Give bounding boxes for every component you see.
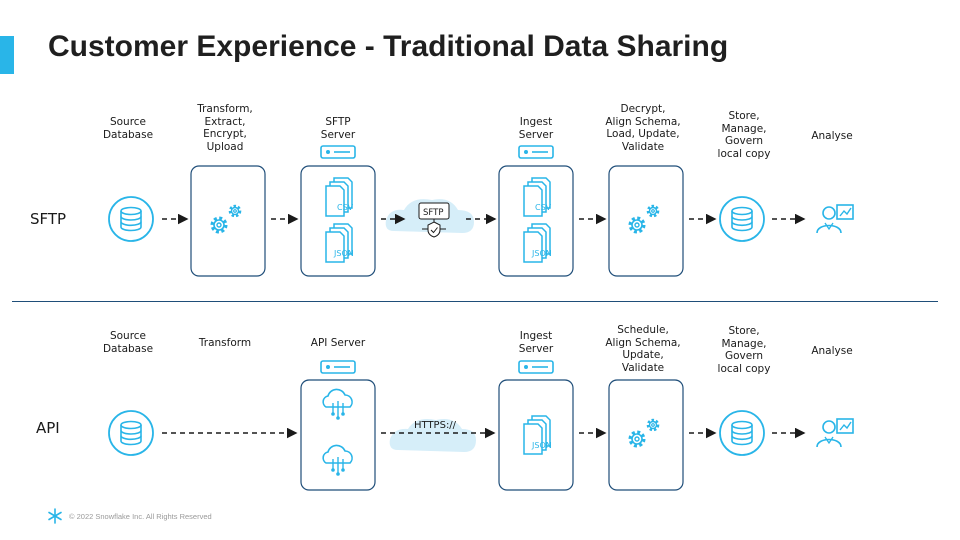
api-server-box bbox=[300, 379, 376, 491]
api-schedule-box bbox=[608, 379, 684, 491]
api-ingest-json-text: JSON bbox=[531, 441, 552, 450]
row-label-api: API bbox=[36, 419, 60, 437]
snowflake-logo-icon bbox=[48, 508, 62, 524]
label-sftp-transform: Transform,Extract,Encrypt,Upload bbox=[197, 103, 253, 153]
sftp-server-json-text: JSON bbox=[333, 249, 354, 258]
sftp-decrypt-box bbox=[608, 165, 684, 277]
https-cloud-text: HTTPS:// bbox=[414, 420, 457, 431]
api-store-database-icon bbox=[719, 410, 765, 456]
title-accent-bar bbox=[0, 36, 14, 74]
label-api-analyse: Analyse bbox=[811, 345, 853, 357]
sftp-ingest-server-icon bbox=[518, 145, 554, 159]
sftp-transform-box bbox=[190, 165, 266, 277]
sftp-cloud-text: SFTP bbox=[423, 208, 443, 218]
sftp-analyst-icon bbox=[816, 204, 854, 234]
api-ingest-server-icon bbox=[518, 360, 554, 374]
sftp-server-box bbox=[300, 165, 376, 277]
shield-icon bbox=[427, 221, 441, 238]
label-api-transform: Transform bbox=[198, 337, 252, 349]
label-api-schedule: Schedule,Align Schema,Update,Validate bbox=[605, 324, 681, 374]
sftp-ingest-box bbox=[498, 165, 574, 277]
sftp-ingest-csv-text: CSV bbox=[535, 203, 552, 212]
sftp-source-database-icon bbox=[108, 196, 154, 242]
api-source-database-icon bbox=[108, 410, 154, 456]
row-label-sftp: SFTP bbox=[30, 210, 67, 228]
sftp-store-database-icon bbox=[719, 196, 765, 242]
api-server-icon bbox=[320, 360, 356, 374]
label-api-server: API Server bbox=[310, 337, 366, 349]
slide-title: Customer Experience - Traditional Data S… bbox=[48, 30, 729, 63]
sftp-server-icon bbox=[320, 145, 356, 159]
row-divider bbox=[12, 301, 938, 302]
sftp-ingest-json-text: JSON bbox=[531, 249, 552, 258]
footer-copyright: © 2022 Snowflake Inc. All Rights Reserve… bbox=[69, 512, 212, 521]
label-sftp-analyse: Analyse bbox=[811, 130, 853, 142]
api-analyst-icon bbox=[816, 418, 854, 448]
https-cloud bbox=[389, 419, 476, 452]
label-sftp-decrypt: Decrypt,Align Schema,Load, Update,Valida… bbox=[605, 103, 681, 153]
sftp-server-csv-text: CSV bbox=[337, 203, 354, 212]
